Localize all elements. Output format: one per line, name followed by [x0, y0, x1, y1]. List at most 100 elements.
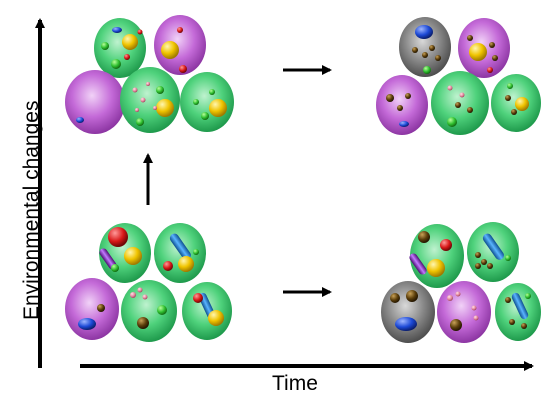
rod-purple — [99, 248, 117, 270]
particle-brown — [137, 317, 149, 329]
cell-green — [495, 283, 541, 341]
particle-brown — [390, 293, 400, 303]
particle-brown — [489, 42, 495, 48]
particle-blue — [76, 117, 84, 123]
particle-green — [525, 293, 531, 299]
cell-green — [94, 18, 146, 78]
particle-red — [137, 29, 143, 35]
particle-yellow — [427, 259, 445, 277]
particle-brown — [97, 304, 105, 312]
cell-purple — [437, 281, 491, 343]
particle-pink — [142, 294, 148, 300]
particle-yellow — [208, 310, 224, 326]
rod-blue — [511, 292, 529, 320]
particle-red — [124, 54, 130, 60]
particle-yellow — [156, 99, 174, 117]
particle-brown — [397, 105, 403, 111]
particle-brown — [475, 263, 481, 269]
particle-yellow — [178, 256, 194, 272]
particle-brown — [511, 109, 517, 115]
particle-pink — [137, 287, 143, 293]
cell-purple — [65, 70, 125, 134]
particle-red — [487, 67, 493, 73]
particle-pink — [447, 295, 453, 301]
particle-blue — [399, 121, 409, 127]
particle-red — [179, 65, 187, 73]
particle-brown — [405, 93, 411, 99]
particle-brown — [455, 102, 461, 108]
particle-green — [507, 83, 513, 89]
rod-purple — [409, 253, 427, 275]
cell-green — [121, 280, 177, 342]
particle-green — [136, 118, 144, 126]
particle-green — [111, 59, 121, 69]
particle-pink — [135, 108, 139, 112]
particle-green — [157, 305, 167, 315]
particle-brown — [487, 263, 493, 269]
particle-brown — [521, 323, 527, 329]
particle-red — [440, 239, 452, 251]
particle-blue — [395, 317, 417, 331]
particle-blue — [415, 25, 433, 39]
particle-yellow — [515, 97, 529, 111]
cell-green — [410, 224, 464, 288]
particle-green — [447, 117, 457, 127]
particle-brown — [467, 107, 473, 113]
particle-brown — [481, 259, 487, 265]
particle-green — [156, 86, 164, 94]
particle-brown — [422, 52, 428, 58]
particle-brown — [492, 55, 498, 61]
particle-pink — [130, 292, 136, 298]
particle-brown — [505, 297, 511, 303]
particle-brown — [418, 231, 430, 243]
particle-pink — [140, 97, 146, 103]
cell-green — [120, 67, 180, 133]
cell-green — [180, 72, 234, 132]
particle-yellow — [161, 41, 179, 59]
particle-pink — [455, 291, 461, 297]
particle-yellow — [122, 34, 138, 50]
particle-green — [201, 112, 209, 120]
cell-purple — [65, 278, 119, 340]
particle-brown — [406, 290, 418, 302]
rod-blue — [482, 233, 504, 260]
particle-pink — [473, 315, 479, 321]
particle-pink — [132, 87, 138, 93]
particle-red — [108, 227, 128, 247]
particle-brown — [412, 47, 418, 53]
cell-purple — [376, 75, 428, 135]
particle-brown — [505, 95, 511, 101]
particle-red — [177, 27, 183, 33]
x-axis-label: Time — [272, 372, 318, 395]
particle-pink — [146, 82, 150, 86]
panel-top-left — [65, 15, 234, 134]
particle-brown — [475, 252, 481, 258]
particle-green — [101, 42, 109, 50]
particle-brown — [450, 319, 462, 331]
cell-gray — [399, 17, 451, 77]
rod-blue — [169, 233, 191, 260]
particle-brown — [386, 94, 394, 102]
particle-yellow — [209, 99, 227, 117]
particle-pink — [153, 106, 157, 110]
particle-brown — [429, 45, 435, 51]
panel-top-right — [376, 17, 541, 135]
particle-brown — [509, 319, 515, 325]
particle-green — [111, 264, 119, 272]
particle-green — [193, 249, 199, 255]
particle-blue — [78, 318, 96, 330]
particle-red — [193, 293, 203, 303]
particle-brown — [467, 35, 473, 41]
particle-green — [209, 89, 215, 95]
particle-green — [193, 99, 199, 105]
particle-green — [505, 255, 511, 261]
particle-brown — [435, 55, 441, 61]
cell-purple — [154, 15, 206, 75]
particle-red — [163, 261, 173, 271]
cell-gray — [381, 281, 435, 343]
particle-yellow — [124, 247, 142, 265]
panel-bottom-right — [381, 222, 541, 343]
particle-green — [423, 66, 431, 74]
particle-pink — [471, 305, 477, 311]
